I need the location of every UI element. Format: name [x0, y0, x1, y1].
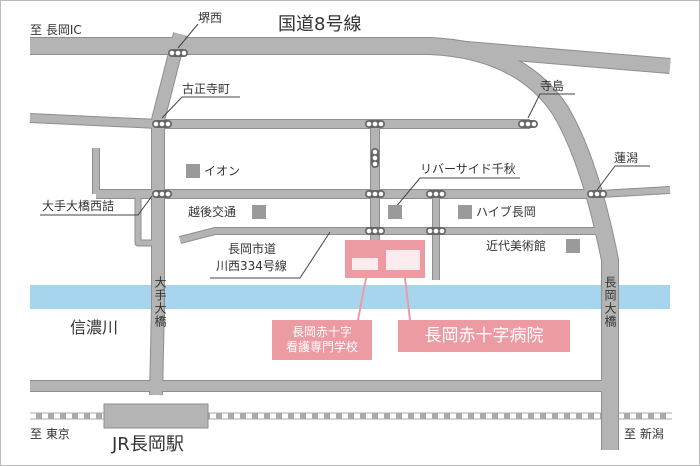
hive-nagaoka-marker	[458, 205, 472, 219]
hospital-name: 長岡赤十字病院	[424, 326, 544, 346]
direction-niigata: 至 新潟	[624, 427, 664, 441]
landmark-aeon: イオン	[204, 164, 241, 178]
intersection-riverside-senshu: リバーサイド千秋	[420, 162, 516, 176]
signal-terashima	[518, 120, 538, 128]
route8-label: 国道8号線	[278, 14, 362, 35]
station-label: JR長岡駅	[112, 434, 184, 455]
nursing-school-name-line1: 長岡赤十字	[291, 325, 352, 339]
city-road-334	[179, 228, 600, 243]
landmark-echigo-kotsu: 越後交通	[188, 205, 237, 219]
nursing-school-name-line2: 看護専門学校	[285, 340, 358, 354]
nursing-school-building	[352, 258, 378, 270]
traffic-signals	[152, 49, 607, 235]
intersection-terashima: 寺島	[540, 79, 565, 93]
jr-nagaoka-station	[103, 403, 209, 429]
city-road-label-2: 川西334号線	[216, 259, 287, 273]
nursing-school-box: 長岡赤十字 看護専門学校	[272, 320, 372, 360]
direction-tokyo: 至 東京	[30, 427, 70, 441]
kosyouji-west-road	[29, 114, 159, 128]
signal-sakainishi	[168, 49, 188, 57]
river-label: 信濃川	[70, 318, 119, 337]
signal-aeon-vertical	[371, 148, 379, 168]
nagaoka-ohashi-label: 長岡大橋	[603, 276, 617, 328]
hospital-building	[386, 250, 420, 270]
riverside-marker	[388, 205, 402, 219]
hasugata-road	[599, 187, 671, 197]
signal-kosyoujimachi	[152, 120, 172, 128]
landmark-hive-nagaoka: ハイブ長岡	[476, 205, 536, 219]
intersection-kosyoujimachi: 古正寺町	[182, 82, 231, 96]
city-road-label-1: 長岡市道	[228, 242, 277, 256]
signal-aeon-north	[365, 120, 385, 128]
hospital-box: 長岡赤十字病院	[398, 320, 570, 352]
ote-ohashi-road	[150, 32, 186, 396]
signal-riverside-south	[426, 227, 446, 235]
kindai-museum-marker	[566, 239, 580, 253]
ote-ohashi-label: 大手大橋	[153, 276, 167, 328]
river-band	[30, 285, 670, 309]
signal-hasugata	[587, 190, 607, 198]
aeon-marker	[186, 164, 200, 178]
signal-ote-ohashi-nishizume	[152, 190, 172, 198]
intersection-hasugata: 蓮潟	[614, 151, 639, 165]
direction-nagaoka-ic: 至 長岡IC	[30, 23, 82, 37]
intersection-ote-ohashi-nishizume: 大手大橋西詰	[42, 199, 115, 213]
landmark-kindai-museum: 近代美術館	[486, 239, 547, 253]
echigo-kotsu-marker	[252, 205, 266, 219]
signal-riverside	[426, 190, 446, 198]
route8-north-branch	[429, 39, 671, 73]
intersection-sakainishi: 堺西	[198, 11, 223, 25]
signal-hospital-front	[365, 227, 385, 235]
ote-side-loop	[135, 194, 158, 246]
signal-central	[365, 190, 385, 198]
leader-lines	[40, 23, 650, 321]
